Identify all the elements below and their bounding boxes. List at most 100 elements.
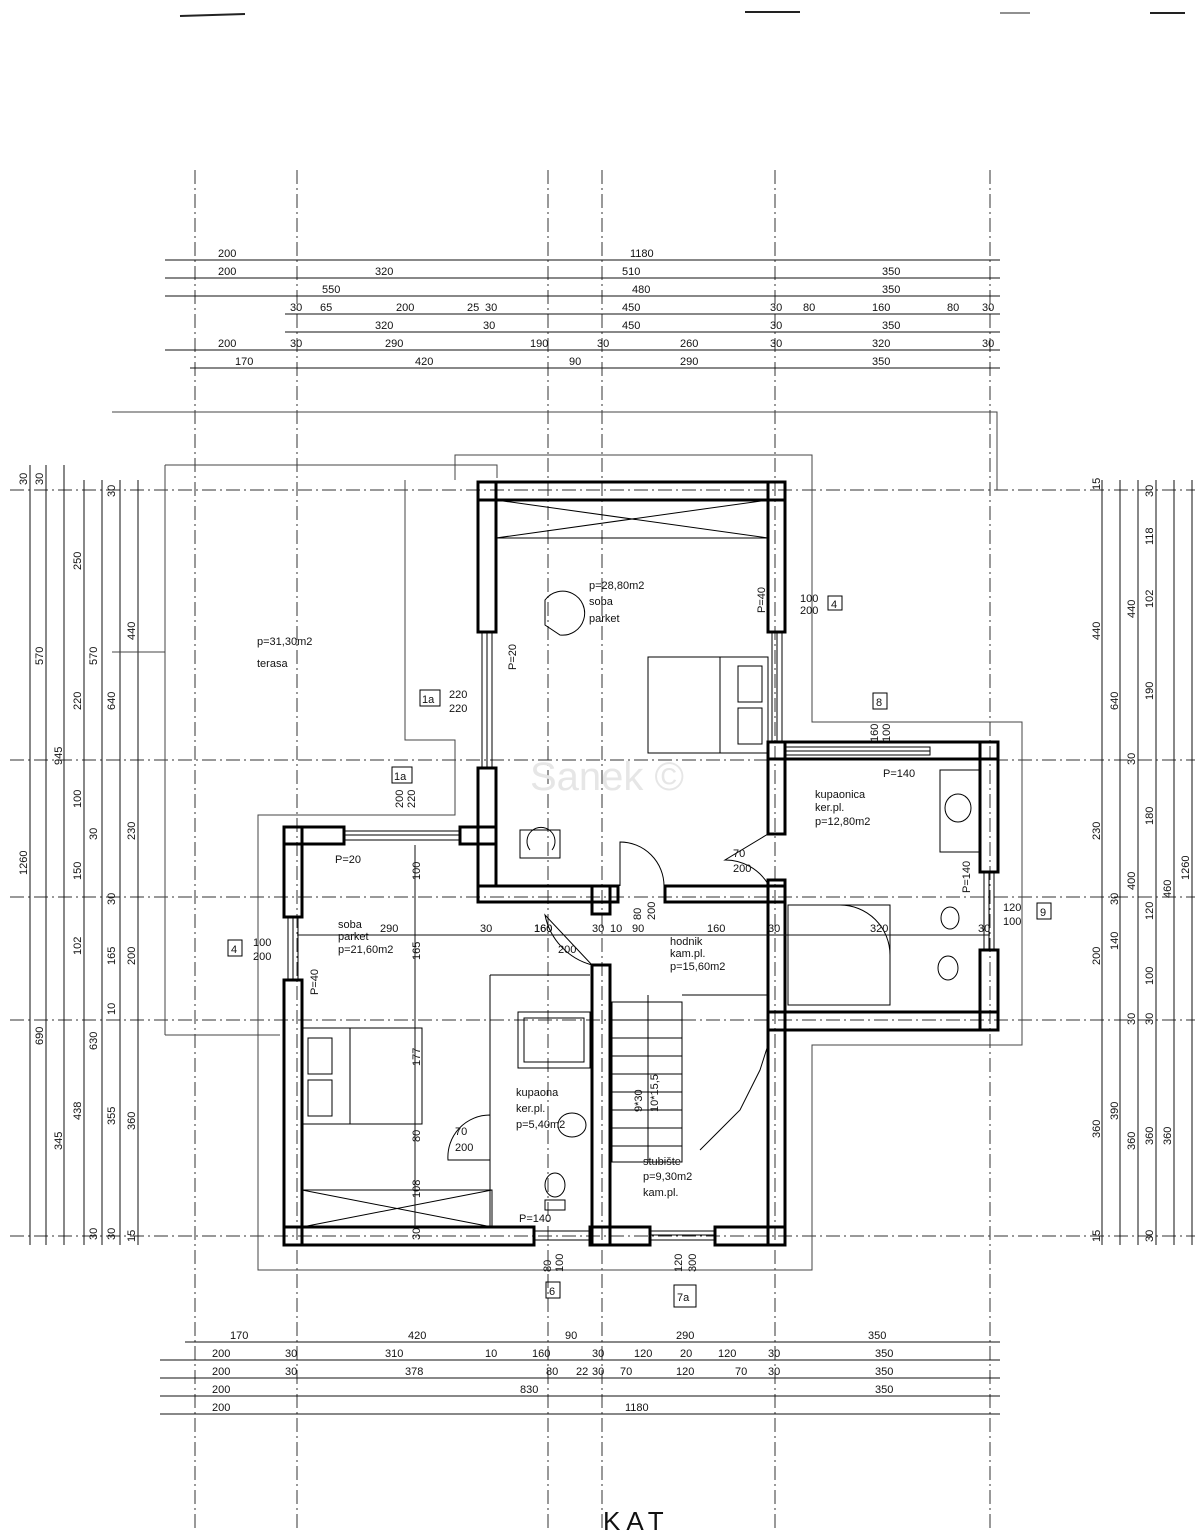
bd-2-1: 30 [285,1366,297,1378]
w6-b: 100 [554,1254,566,1272]
bd-1-3: 10 [485,1348,497,1360]
inner-dim-8: 320 [870,923,888,935]
td-2-2: 350 [882,284,900,296]
bd-2-7: 120 [676,1366,694,1378]
marker-1a-mid: 1a [394,771,407,783]
w1a-a: 220 [449,689,467,701]
td-0-0: 200 [218,248,236,260]
td-1-1: 320 [375,266,393,278]
p-kup-label: P=140 [883,768,915,780]
td-3-10: 30 [982,302,994,314]
rd-0-8: 400 [1126,872,1138,890]
inner-dim-10: 100 [411,862,423,880]
rd-2-4: 360 [1144,1127,1156,1145]
kupaonica-name: kupaonica [815,789,866,801]
td-3-6: 30 [770,302,782,314]
inner-dim-14: 108 [411,1180,423,1198]
p-kup-side-label: P=140 [961,861,973,893]
bd-0-1: 420 [408,1330,426,1342]
inner-dim-16: 9*30 [633,1089,645,1112]
p-right-window-label: P=40 [756,587,768,613]
td-5-2: 290 [385,338,403,350]
w4-a: 100 [253,937,271,949]
td-3-2: 200 [396,302,414,314]
top-dimension-lines [165,259,1000,369]
windows [287,631,995,1241]
ld-1-0: 250 [72,552,84,570]
hodnik-area: p=15,60m2 [670,961,725,973]
bd-1-6: 120 [634,1348,652,1360]
inner-dim-13: 80 [411,1130,423,1142]
ld-2-10: 15 [126,1230,138,1242]
bd-1-2: 310 [385,1348,403,1360]
marker-1a-top: 1a [422,694,435,706]
bd-4-0: 200 [212,1402,230,1414]
bd-2-0: 200 [212,1366,230,1378]
plan-title: KAT [603,1506,670,1536]
bd-3-2: 350 [875,1384,893,1396]
d2-a: 80 [632,908,644,920]
walls [282,480,1000,1247]
marker-7a: 7a [677,1292,690,1304]
d4-a: 70 [455,1126,467,1138]
rd-0-1: 30 [1144,485,1156,497]
bd-0-4: 350 [868,1330,886,1342]
td-6-3: 290 [680,356,698,368]
rd-1-7: 15 [1091,1230,1103,1242]
top-dims: 200 1180 200 320 510 350 550 480 350 30 … [218,248,994,368]
ld-2-6: 10 [106,1003,118,1015]
bd-1-4: 160 [532,1348,550,1360]
kupaona-floor: ker.pl. [516,1103,545,1115]
rd-0-12: 30 [1144,1013,1156,1025]
ld-0-5: 345 [53,1132,65,1150]
rd-0-9: 120 [1144,902,1156,920]
left-dims: 30 30 945 1260 690 345 30 250 570 220 10… [18,473,138,1242]
rd-0-10: 140 [1109,932,1121,950]
ld-2-9: 30 [106,1228,118,1240]
w1-a: 100 [800,593,818,605]
p-bottom-label: P=140 [519,1213,551,1225]
terasa-name: terasa [257,658,288,670]
rd-1-0: 440 [1091,622,1103,640]
rd-2-3: 360 [1162,1127,1174,1145]
kupaona-name: kupaona [516,1087,559,1099]
ld-2-8: 355 [106,1107,118,1125]
soba-left-name: soba [338,919,363,931]
soba-top-area: p=28,80m2 [589,580,644,592]
td-5-4: 30 [597,338,609,350]
inner-dim-3: 30 [592,923,604,935]
w8-b: 100 [881,724,893,742]
td-1-0: 200 [218,266,236,278]
w7a-b: 300 [687,1254,699,1272]
ld-1-6: 102 [72,937,84,955]
td-4-0: 320 [375,320,393,332]
right-dimension-lines [1101,480,1193,1245]
bd-2-10: 350 [875,1366,893,1378]
p-left2-label: P=40 [309,969,321,995]
td-6-1: 420 [415,356,433,368]
td-3-1: 65 [320,302,332,314]
td-5-7: 320 [872,338,890,350]
td-3-7: 80 [803,302,815,314]
rd-0-14: 30 [1144,1230,1156,1242]
td-4-3: 30 [770,320,782,332]
inner-dim-7: 30 [768,923,780,935]
w1a-b: 220 [449,703,467,715]
td-6-4: 350 [872,356,890,368]
marker-4-left: 4 [231,944,237,956]
d2-b: 200 [646,902,658,920]
rd-1-4: 200 [1091,947,1103,965]
td-3-5: 450 [622,302,640,314]
soba-left-area: p=21,60m2 [338,944,393,956]
rd-0-11: 100 [1144,967,1156,985]
ld-2-5: 165 [106,947,118,965]
rd-0-4: 440 [1126,600,1138,618]
td-5-3: 190 [530,338,548,350]
kupaonica-area: p=12,80m2 [815,816,870,828]
td-4-2: 450 [622,320,640,332]
td-0-1: 1180 [630,248,654,260]
bd-2-6: 70 [620,1366,632,1378]
watermark: Sanek © [530,755,684,799]
marker-6: 6 [549,1286,555,1298]
ld-2-7: 630 [88,1032,100,1050]
